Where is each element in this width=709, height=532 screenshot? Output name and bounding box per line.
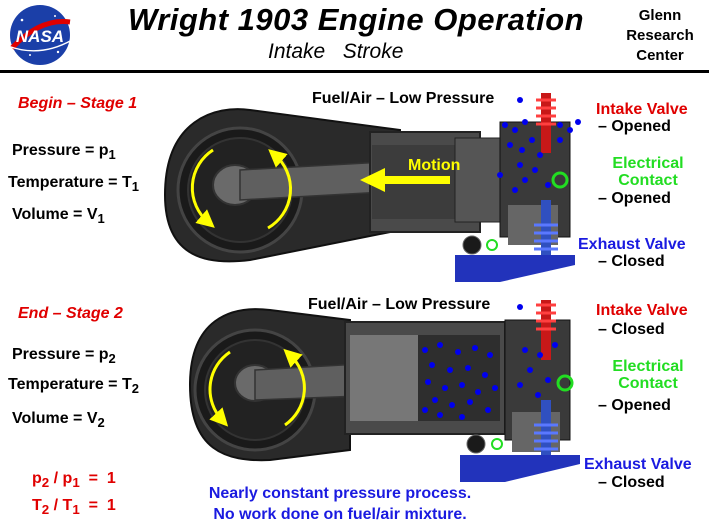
stage2-temperature-text: Temperature = T (8, 376, 132, 393)
page-title: Wright 1903 Engine Operation (128, 2, 585, 37)
stage2-pressure-text: Pressure = p (12, 346, 109, 363)
stage2-fuel-air: Fuel/Air – Low Pressure (308, 296, 491, 313)
pressure-ratio: p2 / p1 = 1 (32, 470, 116, 490)
center-line-1: Glenn (638, 7, 682, 24)
glenn-research-center: Glenn Research Center (620, 6, 700, 66)
engine-stage1 (163, 93, 581, 282)
stage1-temperature-text: Temperature = T (8, 174, 132, 191)
p-num: p (32, 470, 42, 487)
stage2-exhaust-state: – Closed (598, 474, 665, 491)
stage2-contact-line1: Electrical (612, 358, 684, 375)
stage1-heading: Begin – Stage 1 (18, 95, 138, 112)
nasa-logo-text: NASA (16, 27, 64, 46)
stage2-intake-valve: Intake Valve (596, 302, 688, 319)
stage1-pressure-text: Pressure = p (12, 142, 109, 159)
stage2-exhaust-valve: Exhaust Valve (584, 456, 692, 473)
stage1-intake-valve: Intake Valve (596, 101, 688, 118)
stage1-contact-state: – Opened (598, 190, 671, 207)
process-note: Nearly constant pressure process. No wor… (180, 483, 500, 525)
stage1-pressure: Pressure = p1 (12, 142, 116, 162)
t-eq: = 1 (79, 497, 116, 514)
page-subtitle: Intake Stroke (268, 40, 404, 63)
p-num-sub: 2 (41, 475, 50, 491)
stage1-exhaust-valve: Exhaust Valve (578, 236, 686, 253)
note-line1: Nearly constant pressure process. (208, 485, 472, 502)
stage2-intake-state: – Closed (598, 321, 665, 338)
center-line-2: Research (626, 27, 694, 44)
engine-stage2 (188, 300, 580, 482)
stage1-volume-text: Volume = V (12, 206, 98, 223)
stage2-pressure: Pressure = p2 (12, 346, 116, 366)
t-num-sub: 2 (41, 502, 50, 518)
note-line2: No work done on fuel/air mixture. (213, 506, 467, 523)
stage1-intake-state: – Opened (598, 118, 671, 135)
p-den-sub: 1 (72, 475, 80, 491)
t-den: / T (49, 497, 73, 514)
t-den-sub: 1 (72, 502, 80, 518)
t-num: T (32, 497, 42, 514)
stage1-volume-sub: 1 (97, 211, 105, 227)
stage1-exhaust-state: – Closed (598, 253, 665, 270)
temperature-ratio: T2 / T1 = 1 (32, 497, 116, 517)
nasa-logo: NASA (7, 5, 73, 65)
stage1-fuel-air: Fuel/Air – Low Pressure (312, 90, 495, 107)
stage1-volume: Volume = V1 (12, 206, 105, 226)
center-line-3: Center (636, 47, 684, 64)
header-divider (0, 70, 709, 73)
stage2-pressure-sub: 2 (108, 351, 116, 367)
stage2-volume: Volume = V2 (12, 410, 105, 430)
stage1-temperature: Temperature = T1 (8, 174, 139, 194)
stage1-motion-label: Motion (408, 157, 461, 174)
p-den: / p (49, 470, 73, 487)
stage1-contact-line2: Contact (618, 172, 678, 189)
stage2-volume-sub: 2 (97, 415, 105, 431)
stage1-contact-line1: Electrical (612, 155, 684, 172)
p-eq: = 1 (79, 470, 116, 487)
stage2-temperature-sub: 2 (131, 381, 139, 397)
stage2-heading: End – Stage 2 (18, 305, 123, 322)
stage1-temperature-sub: 1 (131, 179, 139, 195)
stage1-pressure-sub: 1 (108, 147, 116, 163)
stage2-contact-line2: Contact (618, 375, 678, 392)
stage2-temperature: Temperature = T2 (8, 376, 139, 396)
stage2-contact-state: – Opened (598, 397, 671, 414)
stage2-volume-text: Volume = V (12, 410, 98, 427)
